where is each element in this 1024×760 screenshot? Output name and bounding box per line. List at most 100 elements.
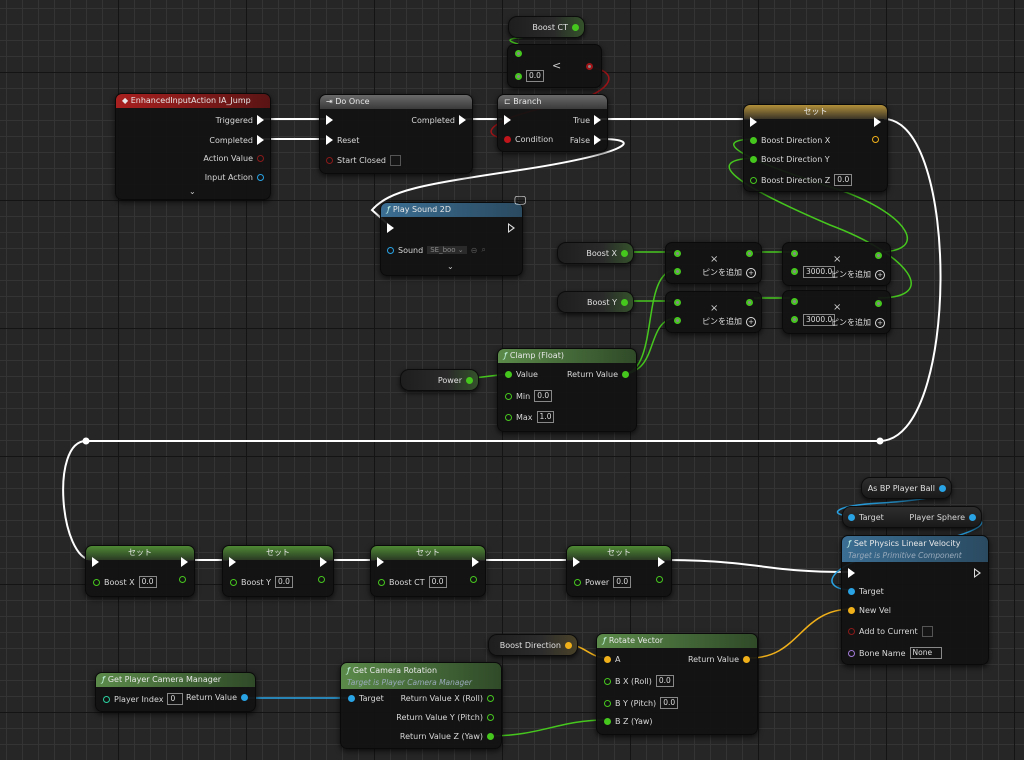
add-pin-button[interactable]: ピンを追加+ (702, 267, 756, 278)
expand-chevron-icon[interactable]: ⌄ (447, 262, 454, 271)
value-input[interactable]: 0.0 (428, 576, 447, 588)
bool-pin-icon[interactable] (326, 157, 333, 164)
pin-exec-in[interactable] (387, 223, 394, 233)
exec-in-icon[interactable] (387, 223, 394, 233)
boost-ct-getter[interactable]: Boost CT (508, 16, 585, 38)
branch-node[interactable]: ⊏ Branch Condition True False (497, 94, 608, 152)
exec-in-icon[interactable] (504, 115, 511, 125)
float-pin-icon[interactable] (656, 576, 663, 583)
exec-out-icon[interactable] (257, 135, 264, 145)
value-input[interactable]: 0.0 (275, 576, 293, 588)
pin-return-x[interactable]: Return Value X (Roll) (401, 694, 494, 703)
bone-name-input[interactable]: None (909, 647, 942, 659)
float-pin-icon[interactable] (318, 576, 325, 583)
multiply-node-3[interactable]: 3000.0 × ピンを追加+ (782, 242, 891, 286)
bool-pin-icon[interactable] (504, 136, 511, 143)
min-input[interactable]: 0.0 (534, 390, 553, 402)
vector-pin-icon[interactable] (565, 641, 572, 649)
pin-exec-out[interactable] (508, 223, 515, 233)
vector-pin-icon[interactable] (872, 136, 879, 143)
pin-completed[interactable]: Completed (209, 135, 264, 145)
exec-out-icon[interactable] (257, 115, 264, 125)
pin-false[interactable]: False (570, 135, 601, 145)
float-pin-icon[interactable] (791, 268, 798, 275)
pin-return-y[interactable]: Return Value Y (Pitch) (396, 713, 494, 722)
pin-return-z[interactable]: Return Value Z (Yaw) (400, 732, 494, 741)
do-once-node[interactable]: ⇥ Do Once Reset Start Closed Completed (319, 94, 473, 174)
exec-out-icon[interactable] (472, 557, 479, 567)
float-pin-icon[interactable] (674, 250, 681, 257)
float-pin-icon[interactable] (574, 578, 581, 586)
float-pin-icon[interactable] (93, 578, 100, 586)
pin-exec-out[interactable] (658, 557, 665, 567)
float-pin-icon[interactable] (487, 695, 494, 702)
pin-a[interactable] (515, 50, 522, 57)
exec-out-icon[interactable] (459, 115, 466, 125)
float-pin-icon[interactable] (515, 72, 522, 80)
pin-action-value[interactable]: Action Value (203, 154, 264, 163)
pin-exec-out[interactable] (181, 557, 188, 567)
pin-target[interactable]: Target (848, 513, 884, 522)
start-closed-checkbox[interactable] (389, 155, 401, 166)
exec-in-icon[interactable] (848, 568, 855, 578)
player-sphere-getter[interactable]: Target Player Sphere (842, 506, 982, 528)
exec-in-icon[interactable] (750, 117, 757, 127)
pin-result[interactable] (586, 63, 593, 70)
float-pin-icon[interactable] (487, 733, 494, 740)
pin-condition[interactable]: Condition (504, 135, 553, 144)
pin-true[interactable]: True (573, 115, 601, 125)
pin-exec-out[interactable] (320, 557, 327, 567)
float-pin-icon[interactable] (750, 176, 757, 184)
float-pin-icon[interactable] (466, 376, 473, 384)
pin-add-to-current[interactable]: Add to Current (848, 626, 933, 637)
float-pin-icon[interactable] (230, 578, 237, 586)
exec-in-icon[interactable] (573, 557, 580, 567)
float-pin-icon[interactable] (791, 316, 798, 323)
float-pin-icon[interactable] (791, 298, 798, 305)
set-boost-direction-node[interactable]: セット Boost Direction X Boost Direction Y … (743, 104, 888, 192)
float-pin-icon[interactable] (572, 23, 579, 31)
pin-exec-out[interactable] (472, 557, 479, 567)
float-pin-icon[interactable] (621, 298, 628, 306)
pin-exec-in[interactable] (377, 557, 384, 567)
float-pin-icon[interactable] (750, 156, 757, 163)
add-pin-button[interactable]: ピンを追加+ (831, 317, 885, 328)
float-pin-icon[interactable] (674, 299, 681, 306)
boost-y-getter[interactable]: Boost Y (557, 291, 634, 313)
float-pin-icon[interactable] (674, 317, 681, 324)
value-input[interactable]: 0.0 (613, 576, 632, 588)
add-to-current-checkbox[interactable] (921, 626, 933, 637)
expand-chevron-icon[interactable]: ⌄ (189, 187, 196, 196)
bx-input[interactable]: 0.0 (655, 675, 674, 687)
float-pin-icon[interactable] (791, 250, 798, 257)
pin-reset[interactable]: Reset (326, 135, 359, 145)
pin-return-value[interactable]: Return Value (567, 370, 629, 379)
pin-out[interactable] (318, 576, 325, 583)
float-pin-icon[interactable] (674, 268, 681, 275)
exec-out-icon[interactable] (974, 568, 981, 578)
float-pin-icon[interactable] (875, 252, 882, 259)
sound-asset-dropdown[interactable]: SE_boo ⌄ (427, 246, 467, 254)
exec-out-icon[interactable] (594, 115, 601, 125)
pin-out[interactable] (179, 576, 186, 583)
float-pin-icon[interactable] (746, 250, 753, 257)
object-pin-icon[interactable] (969, 513, 976, 521)
less-than-node[interactable]: 0.0 < (507, 44, 602, 88)
float-pin-icon[interactable] (604, 718, 611, 725)
exec-out-icon[interactable] (181, 557, 188, 567)
pin-bx[interactable]: B X (Roll)0.0 (604, 675, 674, 687)
multiply-node-4[interactable]: 3000.0 × ピンを追加+ (782, 290, 891, 334)
object-pin-icon[interactable] (387, 246, 394, 254)
pin-player-sphere[interactable]: Player Sphere (909, 513, 976, 522)
add-pin-button[interactable]: ピンを追加+ (831, 269, 885, 280)
add-pin-button[interactable]: ピンを追加+ (702, 316, 756, 327)
name-pin-icon[interactable] (848, 649, 855, 657)
